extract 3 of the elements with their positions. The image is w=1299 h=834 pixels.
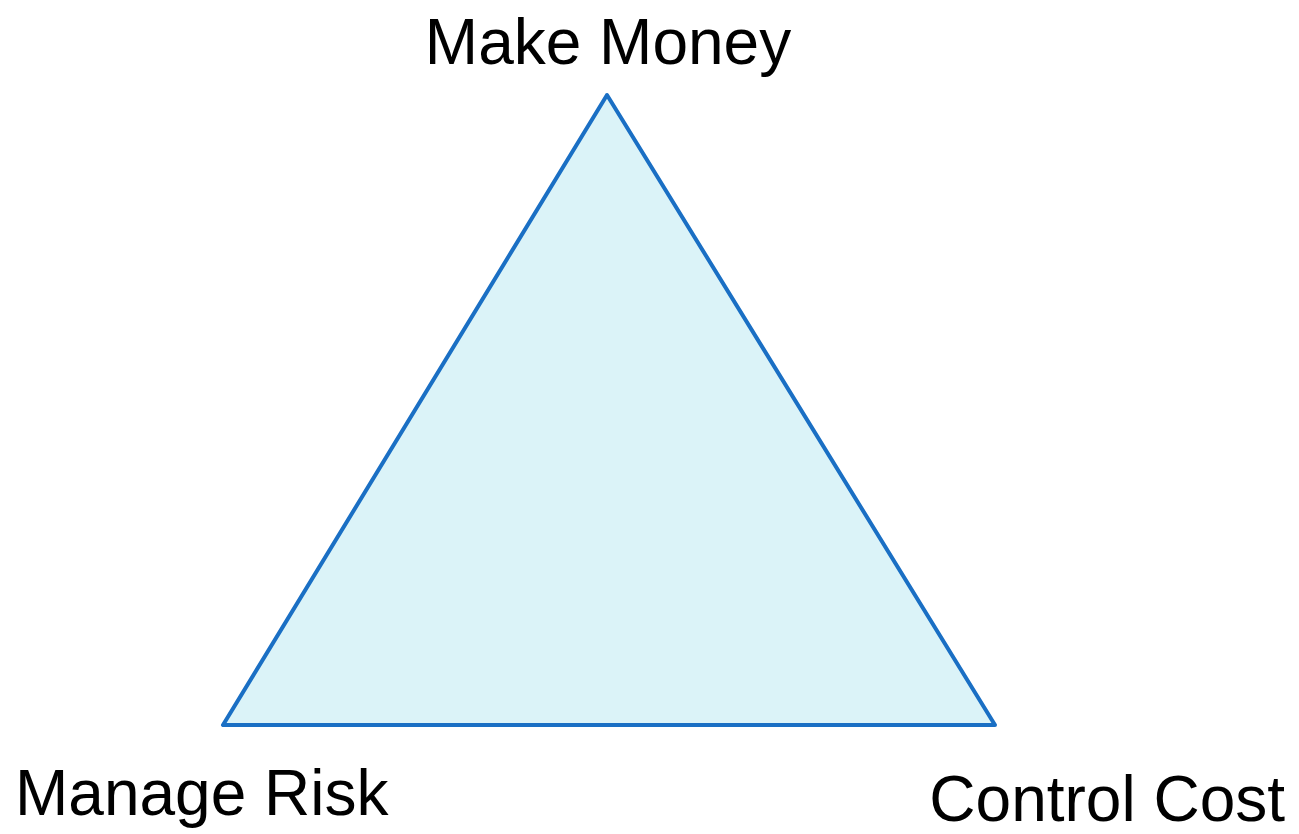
corner-label: Make Money xyxy=(424,6,792,78)
corner-label: Control Cost xyxy=(929,763,1285,834)
corner-label: Manage Risk xyxy=(15,757,389,829)
